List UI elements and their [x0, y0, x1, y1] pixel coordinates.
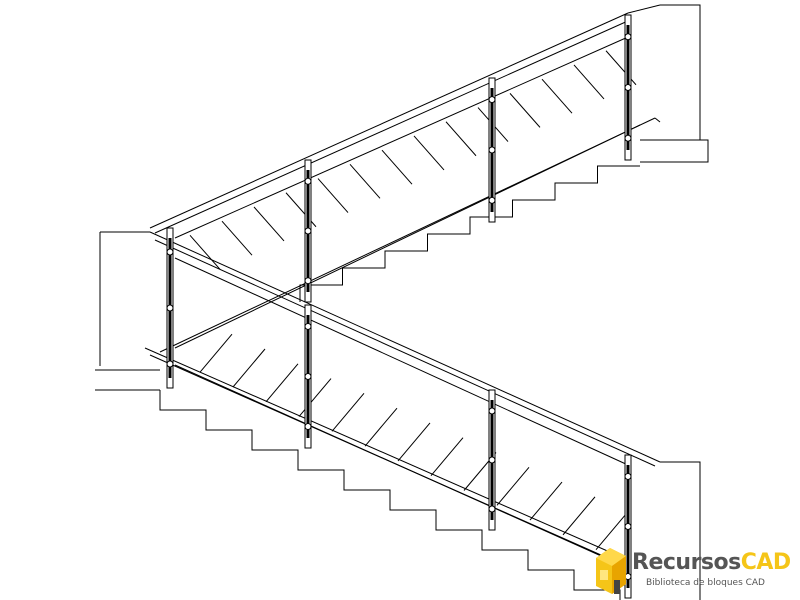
upper-right-wall [660, 4, 701, 140]
hatch-line [397, 422, 431, 462]
glass-clamp [624, 523, 632, 530]
hatch-line [199, 333, 233, 373]
glass-clamp [624, 33, 632, 41]
glass-clamp [166, 304, 174, 312]
hatch-line [562, 496, 596, 536]
hatch-line [381, 149, 413, 185]
glass-clamp [624, 472, 632, 480]
glass-clamp [488, 196, 496, 204]
upper-glass-hatch [189, 50, 637, 270]
glass-clamp [488, 505, 496, 513]
hatch-line [265, 363, 299, 403]
walls [95, 4, 709, 600]
lower-right-wall [660, 461, 701, 600]
hatch-line [349, 164, 381, 199]
railing-posts [166, 14, 632, 599]
hatch-line [509, 93, 541, 128]
hatch-line [298, 378, 332, 417]
hatch-line [430, 437, 464, 477]
upper-steps [299, 165, 640, 302]
glass-clamp [304, 227, 312, 235]
lower-stringer [144, 347, 629, 561]
hatch-line [573, 64, 605, 100]
logo-cube-icon [596, 548, 626, 594]
glass-clamp [304, 423, 312, 431]
upper-flight [149, 4, 661, 353]
logo-tagline: Biblioteca de bloques CAD [646, 578, 765, 588]
glass-clamp [488, 146, 496, 154]
glass-clamp [624, 134, 632, 142]
glass-clamp [304, 373, 312, 380]
hatch-line [529, 481, 563, 521]
hatch-line [413, 135, 445, 171]
glass-clamp [488, 96, 496, 104]
glass-clamp [304, 322, 312, 330]
hatch-line [595, 511, 629, 550]
hatch-line [189, 235, 221, 270]
upper-landing [640, 139, 709, 163]
lower-flight [144, 231, 661, 600]
logo-name-part2: CAD [740, 550, 791, 575]
hatch-line [541, 78, 573, 114]
hatch-line [221, 220, 253, 256]
lower-handrail [149, 231, 661, 463]
hatch-line [331, 393, 365, 432]
lower-steps [159, 390, 621, 600]
glass-clamp [624, 84, 632, 91]
upper-handrail [149, 12, 629, 229]
glass-clamp [304, 177, 312, 185]
logo-name-part1: Recursos [632, 550, 741, 575]
glass-clamp [488, 456, 496, 464]
hatch-line [253, 206, 285, 242]
hatch-line [317, 178, 349, 213]
hatch-line [364, 407, 398, 447]
glass-clamp [304, 277, 312, 285]
glass-clamp [488, 407, 496, 415]
glass-clamp [166, 248, 174, 256]
recursoscad-logo: RecursosCAD Biblioteca de bloques CAD [592, 540, 800, 600]
hatch-line [232, 348, 266, 388]
hatch-line [445, 121, 477, 157]
hatch-line [496, 466, 530, 506]
lower-glass-top [174, 257, 629, 466]
glass-clamp [166, 360, 174, 368]
upper-glass-top [174, 36, 629, 239]
upper-stringer [159, 117, 656, 353]
lower-glass-hatch [199, 333, 629, 550]
